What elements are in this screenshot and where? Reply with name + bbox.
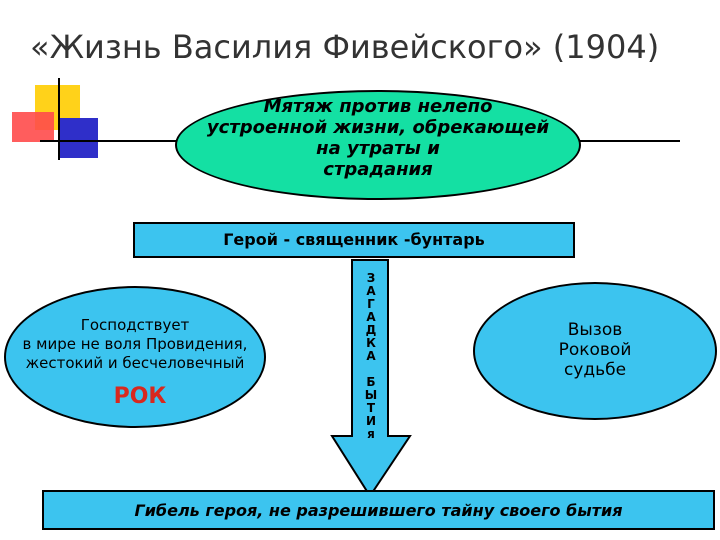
arrow-letter: Д [365, 323, 377, 337]
arrow-letter: А [366, 310, 376, 324]
hero-text: Герой - священник -бунтарь [223, 230, 485, 249]
bottom-box [42, 490, 715, 530]
top-ellipse [175, 90, 581, 200]
top-ellipse-line: страдания [323, 159, 433, 180]
decoration-vertical-line [58, 78, 60, 160]
left-ellipse-text: Господствует в мире не воля Провидения, … [10, 316, 260, 373]
left-ellipse-line: Господствует [80, 316, 190, 334]
top-ellipse-line: Мятяж против нелепо [263, 96, 493, 117]
right-ellipse [473, 282, 717, 420]
arrow-letter: Т [366, 401, 376, 415]
right-ellipse-line: Вызов [567, 320, 623, 340]
left-ellipse [4, 286, 266, 428]
top-ellipse-line: на утраты и [316, 138, 440, 159]
page-title: «Жизнь Василия Фивейского» (1904) [30, 28, 660, 66]
left-ellipse-line: в мире не воля Провидения, [22, 335, 248, 353]
right-ellipse-line: судьбе [563, 360, 627, 380]
right-ellipse-text: Вызов Роковой судьбе [530, 320, 660, 380]
arrow-letter: я [367, 427, 375, 441]
rok-highlight: РОК [113, 384, 167, 409]
top-ellipse-line: устроенной жизни, обрекающей [206, 117, 550, 138]
decoration-red-square [12, 112, 54, 142]
hero-box [133, 222, 575, 258]
arrow-letter: З [366, 271, 376, 285]
arrow-letter: Г [367, 297, 375, 311]
arrow-letter: А [366, 349, 376, 363]
arrow-letter: А [366, 284, 376, 298]
arrow-letter: И [365, 414, 377, 428]
down-arrow [330, 259, 412, 498]
arrow-letter: Ы [364, 388, 378, 402]
arrow-vertical-text: З А Г А Д К А Б Ы Т И я [356, 272, 386, 441]
decoration-blue-square [60, 118, 98, 158]
top-ellipse-text: Мятяж против нелепо устроенной жизни, об… [195, 96, 561, 180]
left-ellipse-line: жестокий и бесчеловечный [25, 354, 245, 372]
arrow-letter: К [366, 336, 376, 350]
right-ellipse-line: Роковой [558, 340, 632, 360]
arrow-letter: Б [366, 375, 376, 389]
bottom-text: Гибель героя, не разрешившего тайну свое… [134, 501, 623, 520]
